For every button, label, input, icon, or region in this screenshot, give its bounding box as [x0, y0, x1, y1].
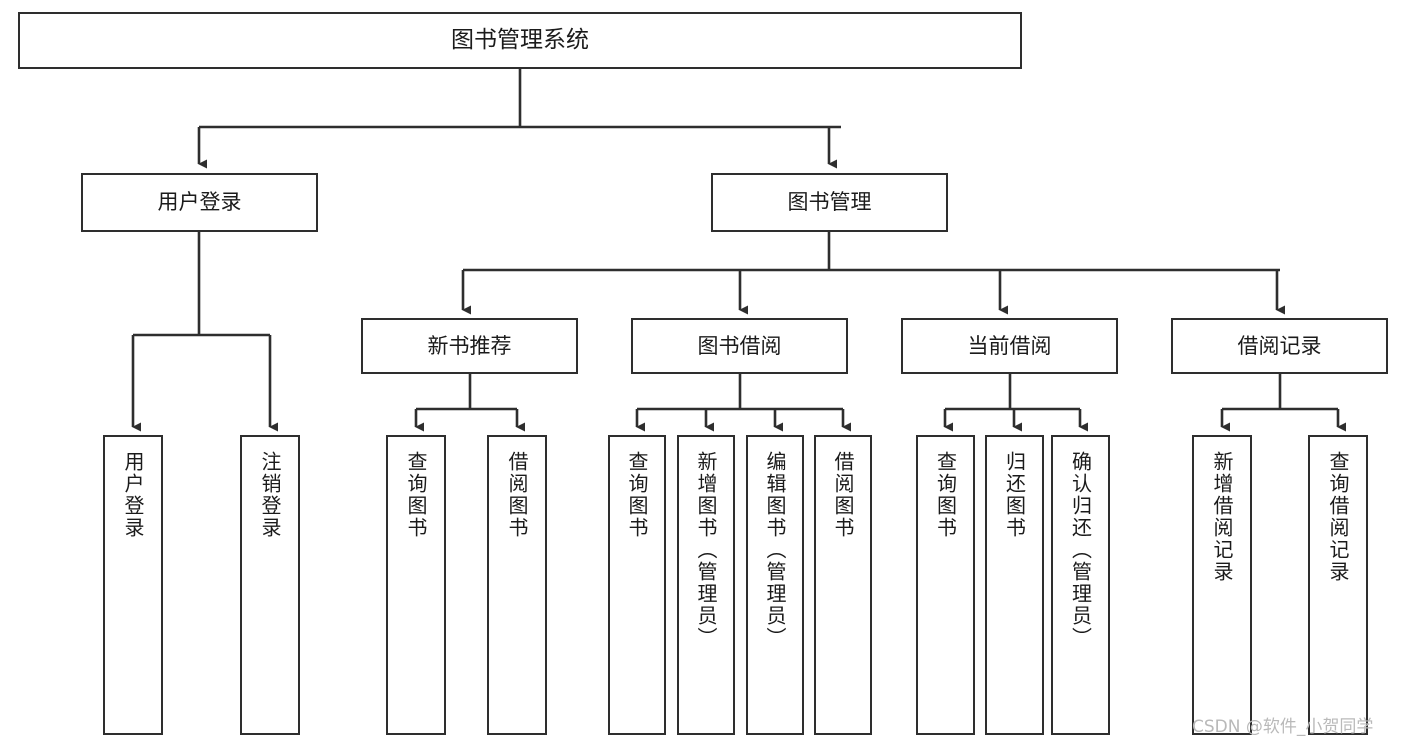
node-leaf-confirm-return-admin[interactable]: 确认归还（管理员） — [1051, 435, 1110, 735]
node-book-borrow[interactable]: 图书借阅 — [631, 318, 848, 374]
edges-borrowrecord-to-leaves — [1220, 374, 1346, 432]
node-leaf-confirm-return-admin-label: 确认归还（管理员） — [1068, 451, 1093, 649]
node-root-system[interactable]: 图书管理系统 — [18, 12, 1022, 69]
edges-currentborrow-to-leaves — [943, 374, 1088, 432]
node-book-manage[interactable]: 图书管理 — [711, 173, 948, 232]
node-leaf-add-book-admin-label: 新增图书（管理员） — [694, 451, 718, 649]
node-leaf-borrow-book-2-label: 借阅图书 — [831, 451, 855, 539]
node-leaf-edit-book-admin-label: 编辑图书（管理员） — [763, 451, 787, 649]
node-leaf-borrow-book-1[interactable]: 借阅图书 — [487, 435, 547, 735]
node-leaf-logout-login-label: 注销登录 — [258, 451, 282, 539]
node-leaf-user-login[interactable]: 用户登录 — [103, 435, 163, 735]
node-leaf-add-borrow-record-label: 新增借阅记录 — [1210, 451, 1234, 583]
node-leaf-query-book-1[interactable]: 查询图书 — [386, 435, 446, 735]
node-leaf-add-borrow-record[interactable]: 新增借阅记录 — [1192, 435, 1252, 735]
node-leaf-query-borrow-record[interactable]: 查询借阅记录 — [1308, 435, 1368, 735]
edges-userlogin-to-leaves — [131, 232, 278, 432]
node-leaf-query-book-3[interactable]: 查询图书 — [916, 435, 975, 735]
node-borrow-record-label: 借阅记录 — [1237, 333, 1322, 358]
node-leaf-query-book-2[interactable]: 查询图书 — [608, 435, 666, 735]
node-current-borrow[interactable]: 当前借阅 — [901, 318, 1118, 374]
edges-newbookrec-to-leaves — [414, 374, 525, 432]
edges-bookborrow-to-leaves — [635, 374, 851, 432]
node-new-book-rec[interactable]: 新书推荐 — [361, 318, 578, 374]
node-leaf-return-book-label: 归还图书 — [1002, 451, 1027, 539]
node-leaf-query-borrow-record-label: 查询借阅记录 — [1326, 451, 1350, 583]
node-new-book-rec-label: 新书推荐 — [427, 333, 512, 358]
node-current-borrow-label: 当前借阅 — [967, 333, 1052, 358]
edges-root-to-level2 — [197, 69, 841, 169]
node-book-borrow-label: 图书借阅 — [697, 333, 782, 358]
node-leaf-add-book-admin[interactable]: 新增图书（管理员） — [677, 435, 735, 735]
node-leaf-borrow-book-2[interactable]: 借阅图书 — [814, 435, 872, 735]
node-leaf-return-book[interactable]: 归还图书 — [985, 435, 1044, 735]
node-leaf-query-book-2-label: 查询图书 — [625, 451, 649, 539]
node-leaf-logout-login[interactable]: 注销登录 — [240, 435, 300, 735]
node-leaf-user-login-label: 用户登录 — [121, 451, 145, 539]
node-leaf-query-book-3-label: 查询图书 — [933, 451, 958, 539]
edges-bookmanage-to-level3 — [461, 232, 1285, 315]
node-root-label: 图书管理系统 — [451, 27, 589, 54]
node-book-manage-label: 图书管理 — [787, 190, 872, 215]
node-user-login-label: 用户登录 — [157, 190, 242, 215]
node-leaf-borrow-book-1-label: 借阅图书 — [505, 451, 529, 539]
node-leaf-edit-book-admin[interactable]: 编辑图书（管理员） — [746, 435, 804, 735]
node-leaf-query-book-1-label: 查询图书 — [404, 451, 428, 539]
node-user-login[interactable]: 用户登录 — [81, 173, 318, 232]
node-borrow-record[interactable]: 借阅记录 — [1171, 318, 1388, 374]
